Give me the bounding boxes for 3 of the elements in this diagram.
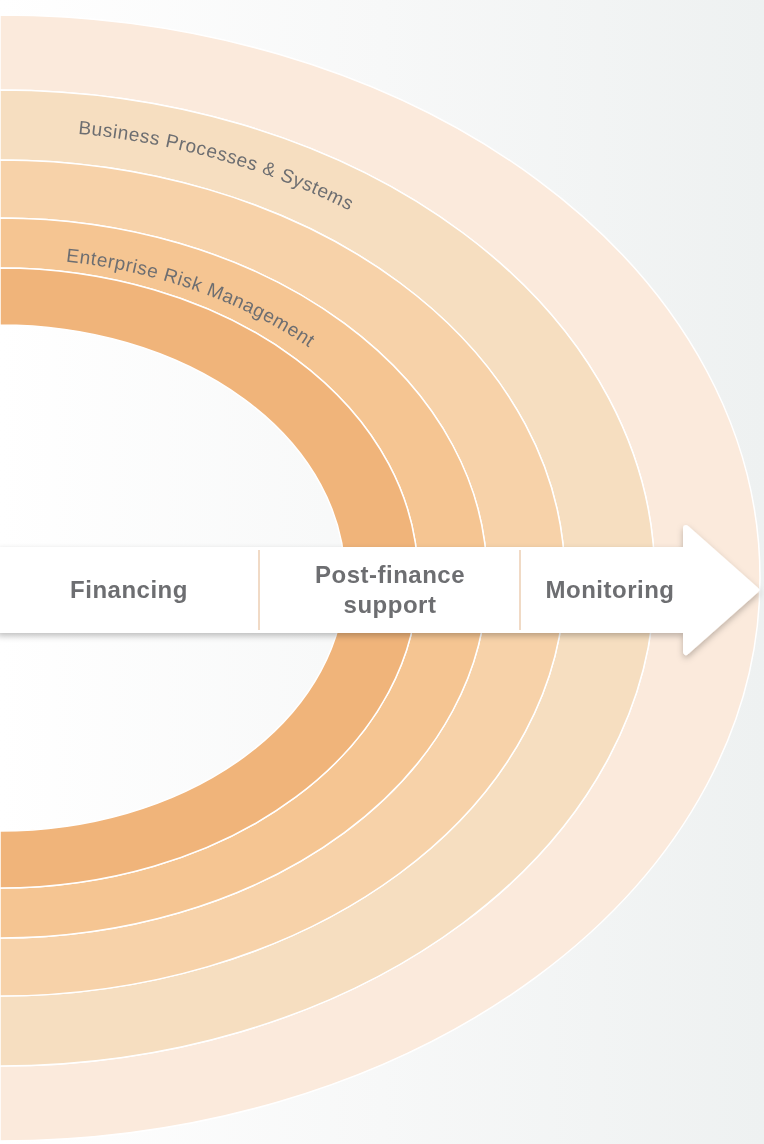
stage-label: Post-finance support <box>314 560 466 620</box>
stage-label: Monitoring <box>545 575 675 605</box>
stage-label: Financing <box>70 575 188 605</box>
